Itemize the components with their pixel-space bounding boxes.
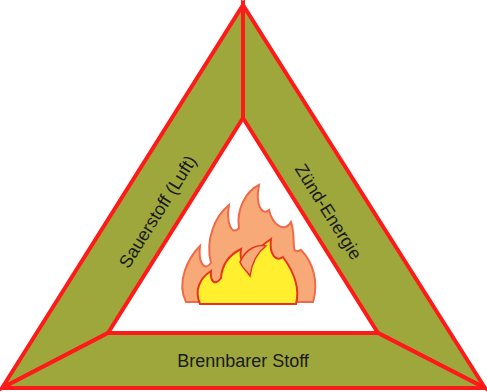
- band-outline: [2, 5, 243, 388]
- flame-swoosh: [240, 246, 266, 276]
- flame-inner: [198, 239, 298, 304]
- band-outline: [243, 5, 485, 388]
- band-outline: [2, 333, 485, 388]
- band-label: Brennbarer Stoff: [177, 351, 309, 372]
